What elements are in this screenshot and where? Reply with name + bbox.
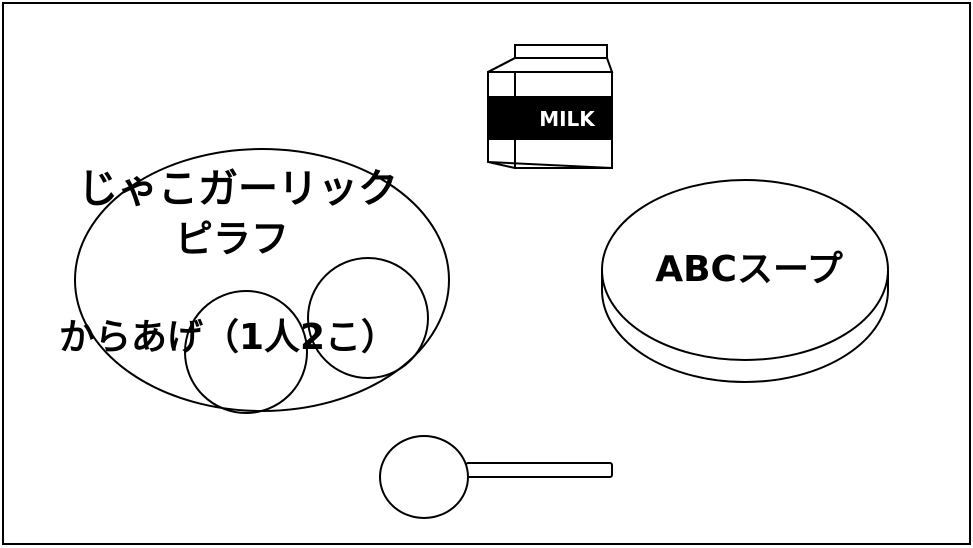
pilaf-label-line2: ピラフ [175,217,289,261]
pilaf-label-line1: じゃこガーリック [78,166,398,212]
karaage-label: からあげ（1人2こ） [59,317,397,358]
milk-label: MILK [539,107,596,131]
milk-carton-icon [487,44,614,170]
karaage-piece-1 [307,257,429,379]
spoon-icon [379,435,613,519]
soup-bowl [601,179,889,383]
karaage-piece-2 [184,290,308,414]
soup-label: ABCスープ [655,249,843,290]
